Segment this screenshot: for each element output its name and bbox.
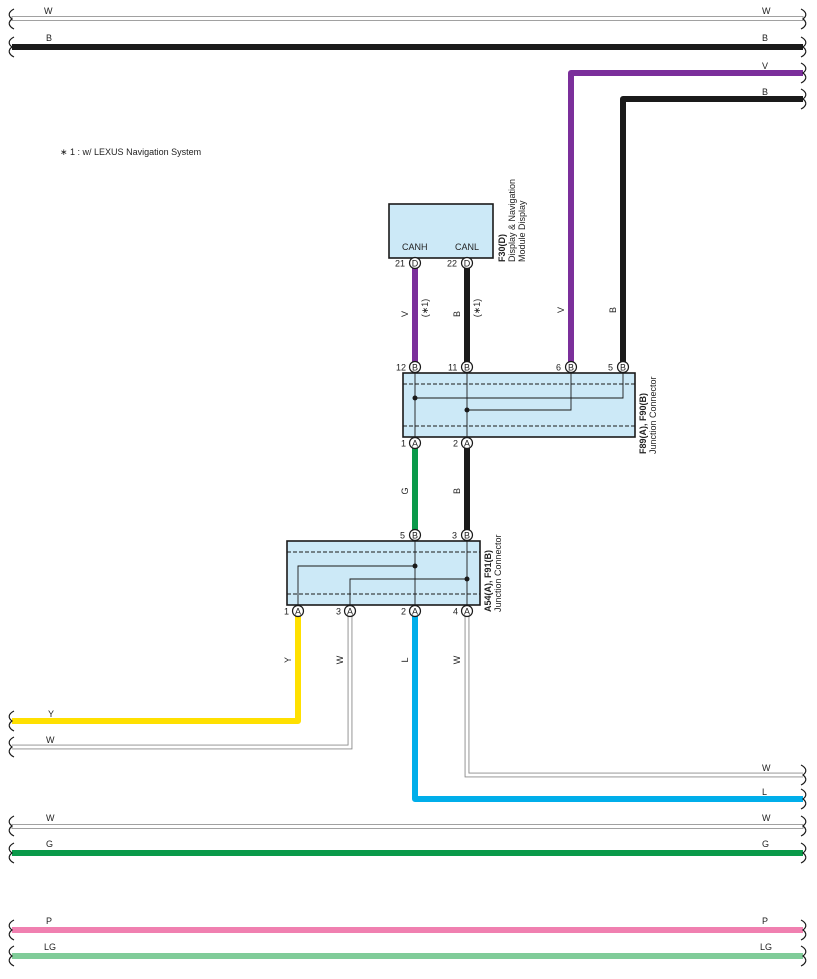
wire-top-b-right-label: B bbox=[762, 33, 768, 43]
junction-upper-pin-6: B 6 bbox=[556, 360, 578, 374]
junction-lower-pin-3-num: 3 bbox=[336, 607, 341, 617]
continuation-braces bbox=[8, 8, 807, 967]
junction-lower-pin-1-num: 1 bbox=[284, 607, 289, 617]
display-pin-21: D 21 bbox=[395, 256, 422, 270]
wire-mid-w-right-label: W bbox=[762, 813, 771, 823]
junction-lower-pin-2-conn: A bbox=[412, 607, 418, 617]
display-module-name-1: Display & Navigation bbox=[507, 179, 517, 262]
junction-upper-pin-5-conn: B bbox=[620, 363, 626, 373]
wire-top-w: W W bbox=[11, 6, 804, 21]
label-disp-b: B bbox=[452, 311, 462, 317]
junction-lower-pin-3: A 3 bbox=[336, 604, 357, 618]
junction-lower-pin-3-top-num: 3 bbox=[452, 531, 457, 541]
wire-top-w-left-label: W bbox=[44, 6, 53, 16]
wire-top-w-right-label: W bbox=[762, 6, 771, 16]
pin-canl-label: CANL bbox=[455, 242, 479, 252]
display-pin-22: D 22 bbox=[447, 256, 474, 270]
junction-lower-pin-5-conn: B bbox=[412, 531, 418, 541]
display-module-name-2: Module Display bbox=[517, 200, 527, 262]
wire-low-y bbox=[12, 616, 301, 724]
junction-upper-pin-11: B 11 bbox=[448, 360, 474, 374]
junction-lower-pin-3-top-conn: B bbox=[464, 531, 470, 541]
wire-low-w2 bbox=[464, 616, 803, 778]
wire-bot-p-left-label: P bbox=[46, 916, 52, 926]
label-up-v: V bbox=[556, 307, 566, 313]
label-up-b: B bbox=[608, 307, 618, 313]
junction-upper-pin-11-num: 11 bbox=[448, 363, 457, 373]
wire-low-l bbox=[412, 616, 803, 802]
wire-right-b-label: B bbox=[762, 87, 768, 97]
wire-mid-g-left-label: G bbox=[46, 839, 53, 849]
wire-right-l-label: L bbox=[762, 787, 767, 797]
wire-low-w bbox=[12, 616, 353, 750]
display-pin-21-num: 21 bbox=[395, 259, 405, 269]
display-module-code: F30(D) bbox=[497, 234, 507, 262]
junction-lower-pin-2: A 2 bbox=[401, 604, 422, 618]
label-low-w: W bbox=[335, 655, 345, 664]
display-navigation-module: CANH CANL F30(D) Display & Navigation Mo… bbox=[388, 179, 527, 262]
wire-mid-w-left-label: W bbox=[46, 813, 55, 823]
junction-upper-pin-2-num: 2 bbox=[453, 439, 458, 449]
wire-right-v: V bbox=[568, 61, 803, 362]
junction-lower-pin-1: A 1 bbox=[284, 604, 305, 618]
label-mid-b: B bbox=[452, 488, 462, 494]
label-disp-v-note: (∗1) bbox=[420, 299, 430, 318]
wire-bot-p: P P bbox=[12, 916, 803, 933]
junction-upper-pin-12-conn: B bbox=[412, 363, 418, 373]
wire-mid-g-edge: G G bbox=[12, 839, 803, 856]
junction-upper-pin-1-num: 1 bbox=[401, 439, 406, 449]
wire-right-b: B bbox=[620, 87, 803, 362]
junction-lower-pin-4-conn: A bbox=[464, 607, 470, 617]
junction-lower-name: Junction Connector bbox=[493, 534, 503, 612]
wire-bot-lg-right-label: LG bbox=[760, 942, 772, 952]
junction-upper-code: F89(A), F90(B) bbox=[638, 393, 648, 454]
junction-upper-pin-12-num: 12 bbox=[396, 363, 406, 373]
footnote-text: ∗ 1 : w/ LEXUS Navigation System bbox=[60, 147, 201, 157]
label-low-l: L bbox=[400, 657, 410, 662]
junction-connector-lower: A54(A), F91(B) Junction Connector bbox=[286, 534, 503, 612]
junction-lower-pin-5: B 5 bbox=[400, 528, 422, 542]
junction-upper-pin-2-conn: A bbox=[464, 439, 470, 449]
junction-upper-pin-6-num: 6 bbox=[556, 363, 561, 373]
wire-top-b-left-label: B bbox=[46, 33, 52, 43]
junction-lower-pin-2-num: 2 bbox=[401, 607, 406, 617]
junction-upper-pin-2: A 2 bbox=[453, 436, 474, 450]
junction-upper-pin-1-conn: A bbox=[412, 439, 418, 449]
wire-top-b: B B bbox=[12, 33, 803, 50]
label-mid-g: G bbox=[400, 487, 410, 494]
junction-connector-upper: F89(A), F90(B) Junction Connector bbox=[402, 372, 658, 454]
wire-left-w-label: W bbox=[46, 735, 55, 745]
wire-bot-lg-left-label: LG bbox=[44, 942, 56, 952]
junction-lower-pin-5-num: 5 bbox=[400, 531, 405, 541]
wire-right-w-low-label: W bbox=[762, 763, 771, 773]
junction-lower-pin-4-num: 4 bbox=[453, 607, 458, 617]
display-pin-22-conn: D bbox=[464, 259, 471, 269]
label-low-y: Y bbox=[283, 657, 293, 663]
wire-right-v-label: V bbox=[762, 61, 768, 71]
junction-lower-pin-4: A 4 bbox=[453, 604, 474, 618]
pin-canh-label: CANH bbox=[402, 242, 428, 252]
display-pin-22-num: 22 bbox=[447, 259, 457, 269]
junction-upper-pin-1: A 1 bbox=[401, 436, 422, 450]
label-disp-b-note: (∗1) bbox=[472, 299, 482, 318]
label-low-w2: W bbox=[452, 655, 462, 664]
junction-upper-pin-5-num: 5 bbox=[608, 363, 613, 373]
display-pin-21-conn: D bbox=[412, 259, 419, 269]
wire-mid-w-edge: W W bbox=[11, 813, 804, 829]
wire-bot-p-right-label: P bbox=[762, 916, 768, 926]
junction-lower-pin-3-conn: A bbox=[347, 607, 353, 617]
wire-left-y-label: Y bbox=[48, 709, 54, 719]
junction-lower-pin-1-conn: A bbox=[295, 607, 301, 617]
junction-upper-name: Junction Connector bbox=[648, 376, 658, 454]
junction-upper-pin-12: B 12 bbox=[396, 360, 422, 374]
junction-lower-code: A54(A), F91(B) bbox=[483, 550, 493, 612]
wire-bot-lg: LG LG bbox=[12, 942, 803, 959]
junction-upper-pin-11-conn: B bbox=[464, 363, 470, 373]
wire-mid-g-right-label: G bbox=[762, 839, 769, 849]
junction-lower-pin-3-top: B 3 bbox=[452, 528, 474, 542]
label-disp-v: V bbox=[400, 311, 410, 317]
junction-upper-pin-5: B 5 bbox=[608, 360, 630, 374]
junction-upper-pin-6-conn: B bbox=[568, 363, 574, 373]
